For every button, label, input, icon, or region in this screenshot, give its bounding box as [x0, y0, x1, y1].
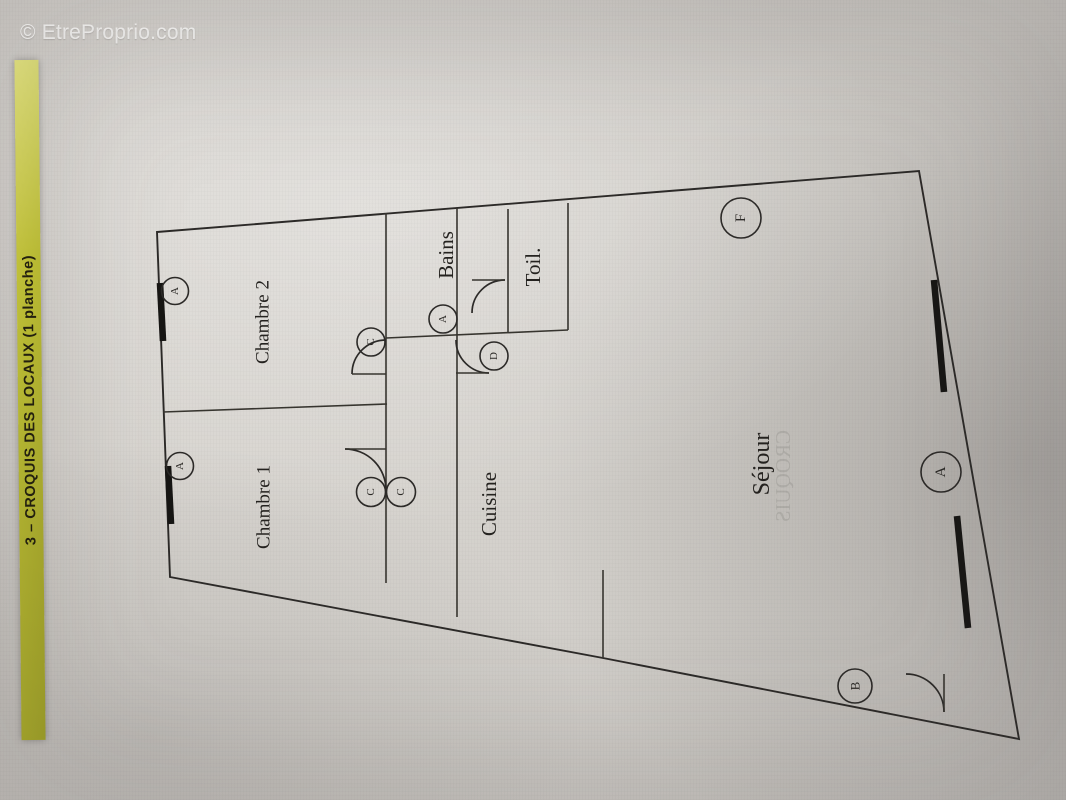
- marker-label: C: [365, 488, 377, 495]
- door-chambre2: [351, 339, 387, 375]
- room-label-cuisine: Cuisine: [477, 472, 501, 536]
- svg-text:CROQUIS: CROQUIS: [771, 430, 795, 522]
- marker-c-chambre2[interactable]: C: [356, 327, 386, 357]
- marker-f-sejour[interactable]: F: [720, 197, 762, 239]
- bleed-through-text: CROQUIS: [771, 430, 795, 522]
- window-sejour-right-lower: [953, 515, 972, 629]
- wall-bains-bottom: [385, 329, 569, 339]
- marker-a-chambre1[interactable]: A: [165, 451, 195, 481]
- svg-text:Séjour: Séjour: [749, 433, 775, 496]
- marker-label: A: [437, 315, 449, 323]
- marker-label: A: [174, 462, 186, 470]
- door-toil: [471, 279, 506, 314]
- marker-label: B: [848, 681, 863, 690]
- marker-a-bains[interactable]: A: [428, 304, 458, 334]
- svg-text:Bains: Bains: [434, 231, 458, 279]
- window-sejour-right-upper: [930, 279, 948, 393]
- marker-label: A: [169, 287, 181, 295]
- marker-label: C: [365, 338, 377, 345]
- door-sejour-entry: [905, 673, 945, 713]
- marker-label: C: [395, 488, 407, 495]
- marker-label: A: [933, 466, 949, 477]
- svg-text:Chambre 2: Chambre 2: [253, 280, 274, 364]
- watermark: © EtreProprio.com: [20, 21, 197, 44]
- svg-text:Toil.: Toil.: [521, 248, 545, 287]
- room-label-chambre-2: Chambre 2: [253, 280, 274, 364]
- marker-c-chambre1-right[interactable]: C: [385, 476, 417, 508]
- index-tab-label: 3 – CROQUIS DES LOCAUX (1 planche): [20, 254, 40, 546]
- window-chambre2-left: [156, 282, 167, 342]
- window-chambre1-left: [164, 465, 175, 525]
- marker-label: D: [488, 352, 500, 360]
- marker-a-sejour[interactable]: A: [920, 451, 962, 493]
- marker-a-chambre2[interactable]: A: [160, 276, 190, 306]
- svg-text:Chambre 1: Chambre 1: [254, 465, 275, 549]
- outer-wall-outline: [156, 169, 1021, 741]
- room-label-toil: Toil.: [521, 248, 545, 287]
- room-label-chambre-1: Chambre 1: [254, 465, 275, 549]
- marker-label: F: [733, 214, 749, 222]
- door-chambre1: [344, 448, 387, 491]
- marker-d-toil[interactable]: D: [479, 341, 509, 371]
- room-label-bains: Bains: [434, 231, 458, 279]
- svg-text:Cuisine: Cuisine: [477, 472, 501, 536]
- wall-chambre-divider: [162, 403, 388, 413]
- marker-b-sejour[interactable]: B: [837, 668, 873, 704]
- marker-c-chambre1-left[interactable]: C: [355, 476, 387, 508]
- room-label-sejour: Séjour: [749, 433, 775, 496]
- door-bains: [455, 339, 490, 374]
